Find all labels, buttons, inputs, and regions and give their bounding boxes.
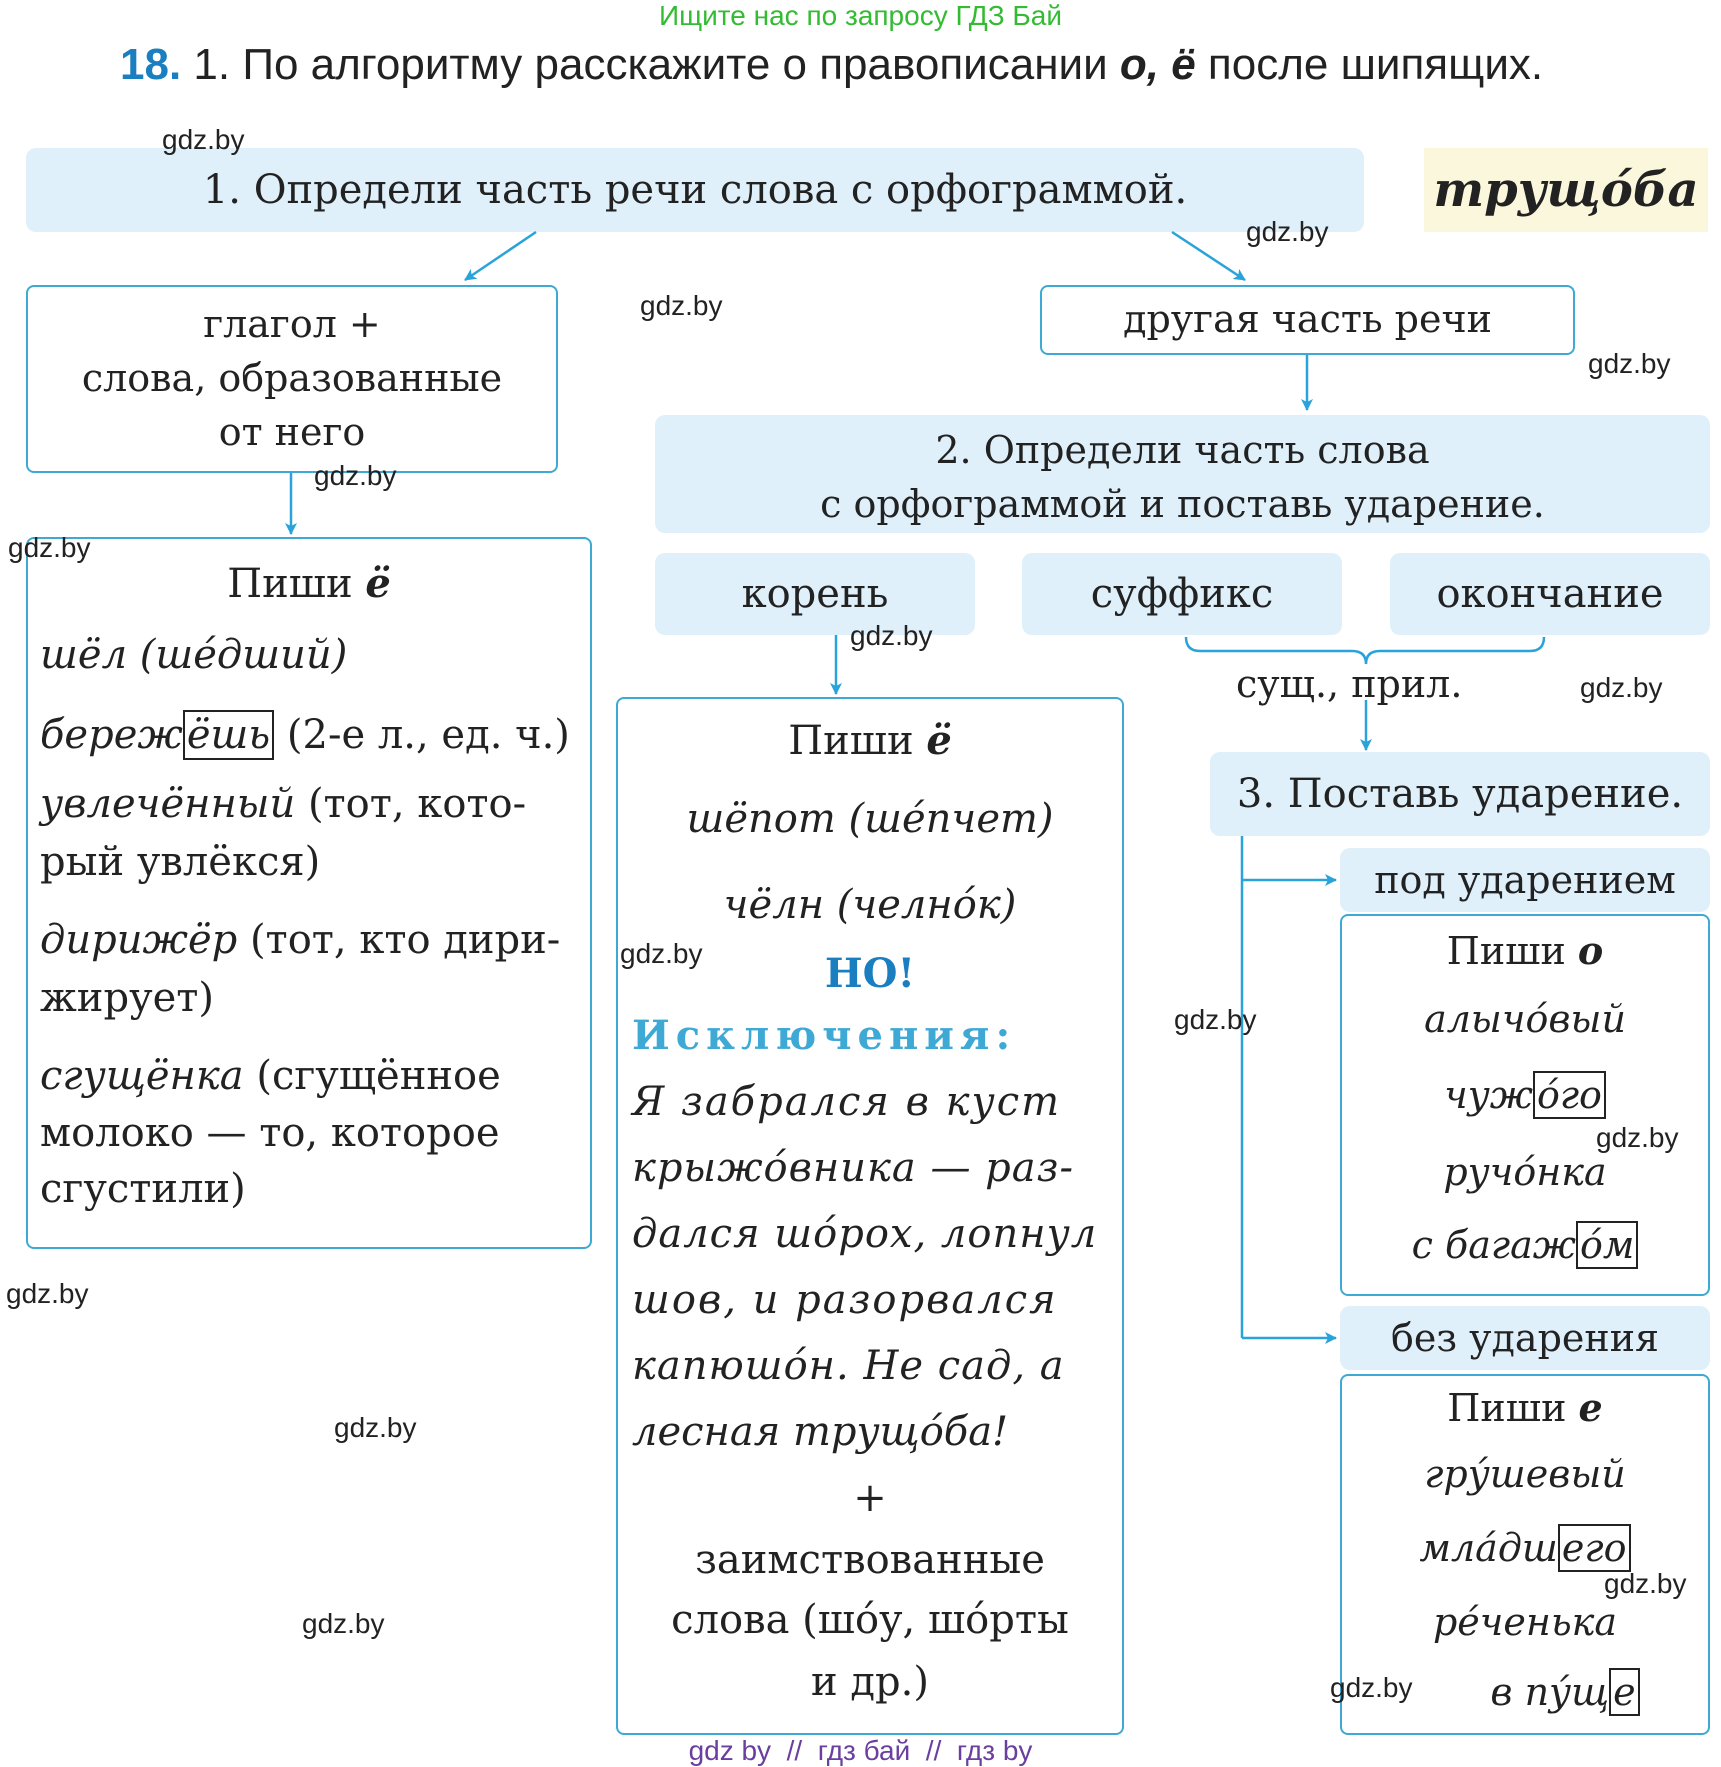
watermark-6: gdz.by (8, 532, 91, 563)
watermark-13: gdz.by (334, 1412, 417, 1443)
watermark-15: gdz.by (1604, 1568, 1687, 1599)
arrow-to-verb (464, 230, 537, 282)
watermark-9: gdz.by (620, 938, 703, 969)
watermark-16: gdz.by (1330, 1672, 1413, 1703)
watermark-10: gdz.by (1174, 1004, 1257, 1035)
step2-line-1: 2. Определи часть слова (935, 428, 1430, 472)
task-heading: 18. 1. По алгоритму расскажите о правопи… (120, 40, 1543, 90)
e-word-1: гру́шевый (1424, 1452, 1626, 1496)
watermark-11: gdz.by (1596, 1122, 1679, 1153)
verb-line-1: глагол + (203, 302, 381, 346)
step2-line-2: с орфограммой и поставь ударение. (820, 482, 1545, 526)
stressed-label: под ударением (1340, 848, 1710, 912)
verb-line-3: от него (218, 410, 366, 454)
part-ending: окончание (1390, 553, 1710, 635)
footer: gdz by // гдз бай // гдз by (688, 1735, 1033, 1766)
left-row-7: сгущёнка (сгущённое (40, 1053, 501, 1099)
step1-box: 1. Определи часть речи слова с орфограмм… (26, 148, 1364, 232)
e-word-3: ре́ченька (1432, 1600, 1617, 1644)
watermark-3: gdz.by (640, 290, 723, 321)
mid-phrase-1: Я забрался в куст (632, 1079, 1062, 1125)
mid-exceptions: Исключения: (632, 1012, 1017, 1059)
watermark-12: gdz.by (6, 1278, 89, 1309)
unstressed-label: без ударения (1340, 1306, 1710, 1370)
mid-title: Пиши ё (788, 717, 952, 764)
arrow-to-other (1171, 230, 1246, 282)
watermark-1: gdz.by (162, 124, 245, 155)
mid-borrowed-1: заимствованные (695, 1537, 1045, 1583)
mid-phrase-3: дался шо́рох, лопнул (632, 1211, 1098, 1257)
left-row-8: молоко — то, которое (40, 1110, 500, 1156)
task-text-end: после шипящих. (1207, 40, 1544, 89)
watermark-7: gdz.by (850, 620, 933, 651)
mid-plus: + (853, 1475, 887, 1521)
mid-phrase-4: шов, и разорвался (632, 1277, 1058, 1323)
watermark-14: gdz.by (302, 1608, 385, 1639)
task-letters: о, ё (1119, 40, 1196, 89)
e-title: Пиши е (1447, 1385, 1603, 1430)
left-row-1: шёл (ше́дший) (40, 632, 348, 678)
noun-adj-label: сущ., прил. (1236, 662, 1463, 706)
part-root: корень (655, 553, 975, 635)
mid-phrase-5: капюшо́н. Не сад, а (632, 1343, 1065, 1389)
step1-text: 1. Определи часть речи слова с орфограмм… (202, 167, 1188, 213)
watermark-8: gdz.by (1580, 672, 1663, 703)
task-number: 18. (120, 40, 182, 89)
left-row-6: жирует) (40, 975, 215, 1021)
left-row-3: увлечённый (тот, кото- (40, 781, 527, 827)
watermark-2: gdz.by (1246, 216, 1329, 247)
step3-box: 3. Поставь ударение. (1210, 752, 1710, 836)
o-word-1: алычо́вый (1424, 997, 1626, 1041)
o-title: Пиши о (1446, 928, 1604, 973)
mid-borrowed-3: и др.) (811, 1659, 929, 1705)
verb-line-2: слова, образованные (81, 356, 503, 400)
left-title: Пиши ё (227, 560, 391, 607)
mid-row-1: шёпот (ше́пчет) (686, 796, 1054, 842)
left-row-9: сгустили) (40, 1166, 246, 1212)
mid-no: НО! (824, 950, 916, 997)
left-row-5: дирижёр (тот, кто дири- (40, 917, 561, 963)
other-pos-box: другая часть речи (1040, 285, 1575, 355)
task-text: 1. По алгоритму расскажите о правописани… (193, 40, 1108, 89)
o-word-3: ручо́нка (1443, 1150, 1607, 1194)
watermark-5: gdz.by (314, 460, 397, 491)
top-banner: Ищите нас по запросу ГДЗ Бай (658, 0, 1063, 31)
corner-word: трущо́ба (1424, 148, 1708, 232)
watermark-4: gdz.by (1588, 348, 1671, 379)
other-pos-text: другая часть речи (1123, 297, 1492, 341)
suffix-ending-brace (1184, 636, 1546, 665)
left-row-4: рый увлёкся) (40, 839, 321, 885)
part-suffix: суффикс (1022, 553, 1342, 635)
mid-borrowed-2: слова (шо́у, шо́рты (671, 1597, 1069, 1643)
mid-phrase-6: лесная трущо́ба! (632, 1409, 1009, 1455)
mid-row-2: чёлн (челно́к) (723, 882, 1017, 928)
mid-phrase-2: крыжо́вника — раз- (632, 1145, 1074, 1191)
verb-box: глагол + слова, образованные от него (26, 285, 558, 473)
step2-box: 2. Определи часть слова с орфограммой и … (655, 415, 1710, 533)
middle-rule-box: Пиши ё шёпот (ше́пчет) чёлн (челно́к) НО… (616, 697, 1124, 1735)
